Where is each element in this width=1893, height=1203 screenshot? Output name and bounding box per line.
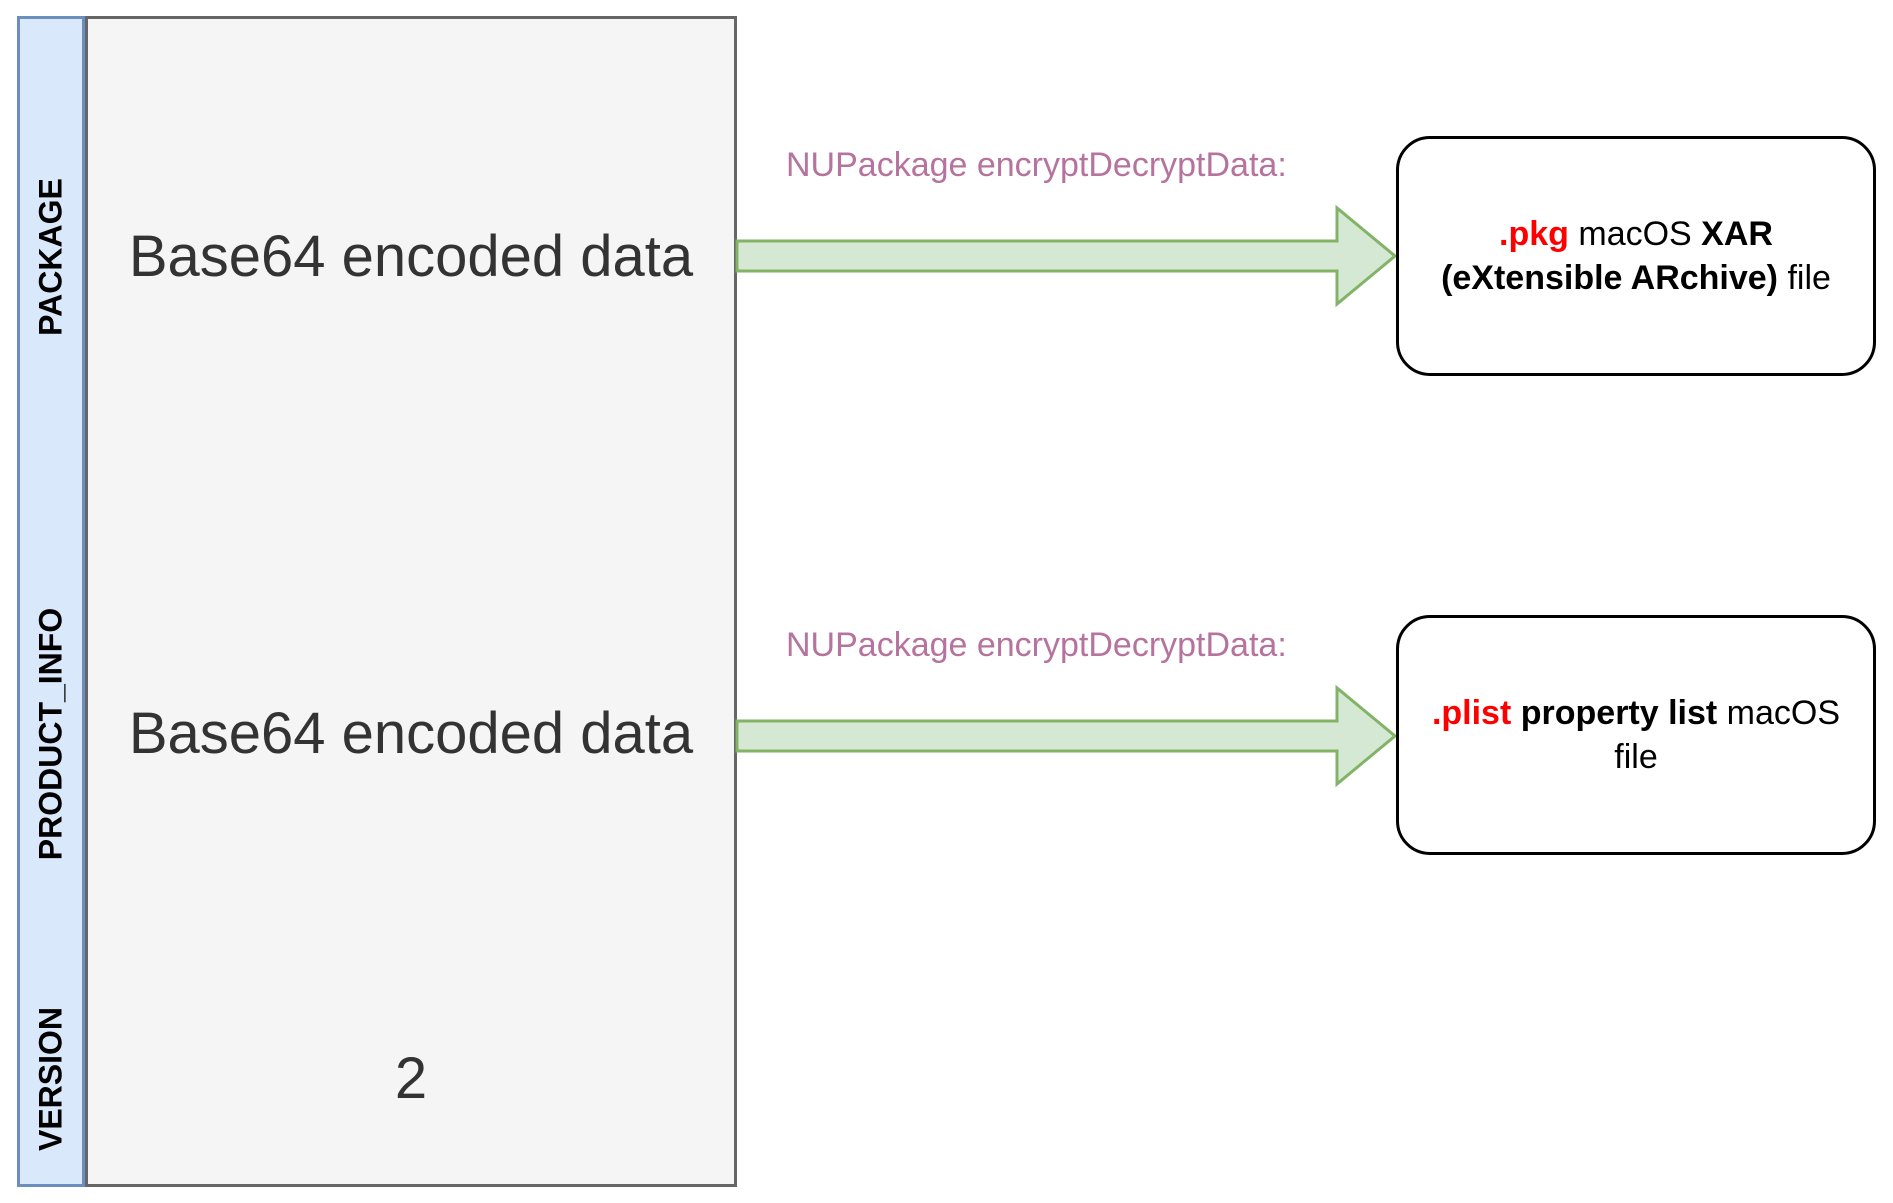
row-header-label: PRODUCT_INFO bbox=[32, 607, 69, 860]
arrow-label-package: NUPackage encryptDecryptData: bbox=[786, 146, 1287, 184]
target-plist-file: .plist property list macOS file bbox=[1396, 615, 1876, 855]
row-product-info: PRODUCT_INFO Base64 encoded data bbox=[17, 494, 737, 976]
arrow-package bbox=[735, 204, 1398, 308]
row-cell-product-info: Base64 encoded data bbox=[85, 494, 737, 976]
row-header-package: PACKAGE bbox=[17, 16, 85, 497]
row-cell-package: Base64 encoded data bbox=[85, 16, 737, 497]
pkg-extension: .pkg bbox=[1499, 215, 1569, 253]
target-pkg-text: .pkg macOS XAR(eXtensible ARchive) file bbox=[1441, 215, 1831, 297]
row-cell-version: 2 bbox=[85, 973, 737, 1187]
row-header-label: VERSION bbox=[32, 1006, 69, 1151]
row-header-version: VERSION bbox=[17, 973, 85, 1187]
plist-extension: .plist bbox=[1431, 694, 1512, 732]
row-version: VERSION 2 bbox=[17, 973, 737, 1187]
target-plist-text: .plist property list macOS file bbox=[1431, 694, 1841, 776]
arrow-label-product-info: NUPackage encryptDecryptData: bbox=[786, 626, 1287, 664]
row-header-label: PACKAGE bbox=[32, 177, 69, 336]
row-header-product-info: PRODUCT_INFO bbox=[17, 494, 85, 976]
target-pkg-file: .pkg macOS XAR(eXtensible ARchive) file bbox=[1396, 136, 1876, 376]
row-package: PACKAGE Base64 encoded data bbox=[17, 16, 737, 497]
arrow-product-info bbox=[735, 684, 1398, 788]
